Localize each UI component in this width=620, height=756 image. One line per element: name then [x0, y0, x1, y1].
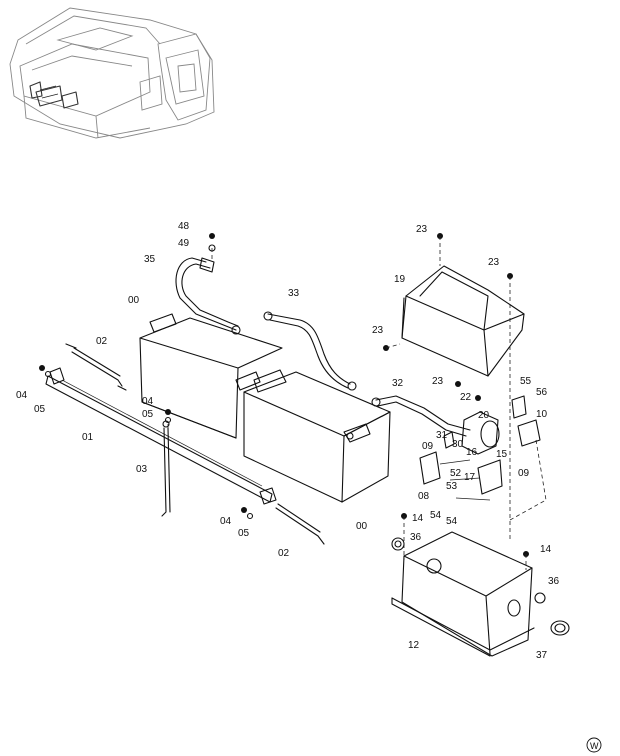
callout-17: 17 — [464, 472, 476, 483]
rod-02-upper — [65, 343, 127, 391]
callout-30: 30 — [452, 439, 464, 450]
callout-09-left: 09 — [422, 441, 434, 452]
callout-04-left: 04 — [16, 390, 28, 401]
cable-35 — [175, 257, 241, 335]
callout-31: 31 — [436, 430, 448, 441]
battery-right — [243, 369, 391, 503]
callout-56: 56 — [536, 387, 548, 398]
callout-14-right: 14 — [540, 544, 552, 555]
callout-02-lower: 02 — [278, 548, 290, 559]
callout-55: 55 — [520, 376, 532, 387]
callout-52: 52 — [450, 468, 462, 479]
callout-04-lower: 04 — [220, 516, 232, 527]
callout-23-right: 23 — [488, 257, 500, 268]
cable-33 — [263, 311, 357, 391]
callout-05-mid: 05 — [142, 409, 154, 420]
callout-labels: 48 49 35 00 33 02 04 05 01 04 05 03 04 0… — [16, 221, 560, 661]
leader-lines — [167, 236, 547, 570]
callout-23-mid: 23 — [432, 376, 444, 387]
callout-04-mid: 04 — [142, 396, 154, 407]
callout-19: 19 — [394, 274, 406, 285]
callout-16: 16 — [466, 447, 478, 458]
hardware-fasteners — [39, 233, 529, 557]
battery-left — [139, 313, 283, 439]
relay-assembly — [419, 395, 541, 501]
callout-00-battery: 00 — [128, 295, 140, 306]
callout-23-top: 23 — [416, 224, 428, 235]
cover-19 — [401, 265, 525, 377]
corner-mark: W — [586, 737, 602, 753]
callout-05-lower: 05 — [238, 528, 250, 539]
corner-mark-letter: W — [590, 741, 599, 751]
callout-48: 48 — [178, 221, 190, 232]
machine-overview-inset — [9, 7, 215, 139]
callout-20: 20 — [478, 410, 490, 421]
callout-37: 37 — [536, 650, 548, 661]
bracket-01 — [45, 367, 277, 505]
callout-22: 22 — [460, 392, 472, 403]
callout-54-lower: 54 — [446, 516, 458, 527]
callout-54-upper: 54 — [430, 510, 442, 521]
callout-08: 08 — [418, 491, 430, 502]
callout-15: 15 — [496, 449, 508, 460]
callout-35: 35 — [144, 254, 156, 265]
battery-box-12 — [391, 531, 570, 657]
callout-10: 10 — [536, 409, 548, 420]
callout-03: 03 — [136, 464, 148, 475]
callout-12: 12 — [408, 640, 420, 651]
rod-02-lower — [275, 503, 325, 545]
callout-33: 33 — [288, 288, 300, 299]
callout-32: 32 — [392, 378, 404, 389]
callout-01: 01 — [82, 432, 94, 443]
callout-36-left: 36 — [410, 532, 422, 543]
cable-32 — [371, 395, 471, 437]
callout-05-left: 05 — [34, 404, 46, 415]
callout-53: 53 — [446, 481, 458, 492]
callout-36-right: 36 — [548, 576, 560, 587]
callout-02-upper: 02 — [96, 336, 108, 347]
callout-49: 49 — [178, 238, 190, 249]
callout-00-lower: 00 — [356, 521, 368, 532]
callout-09-right: 09 — [518, 468, 530, 479]
callout-23-left: 23 — [372, 325, 384, 336]
callout-14-left: 14 — [412, 513, 424, 524]
